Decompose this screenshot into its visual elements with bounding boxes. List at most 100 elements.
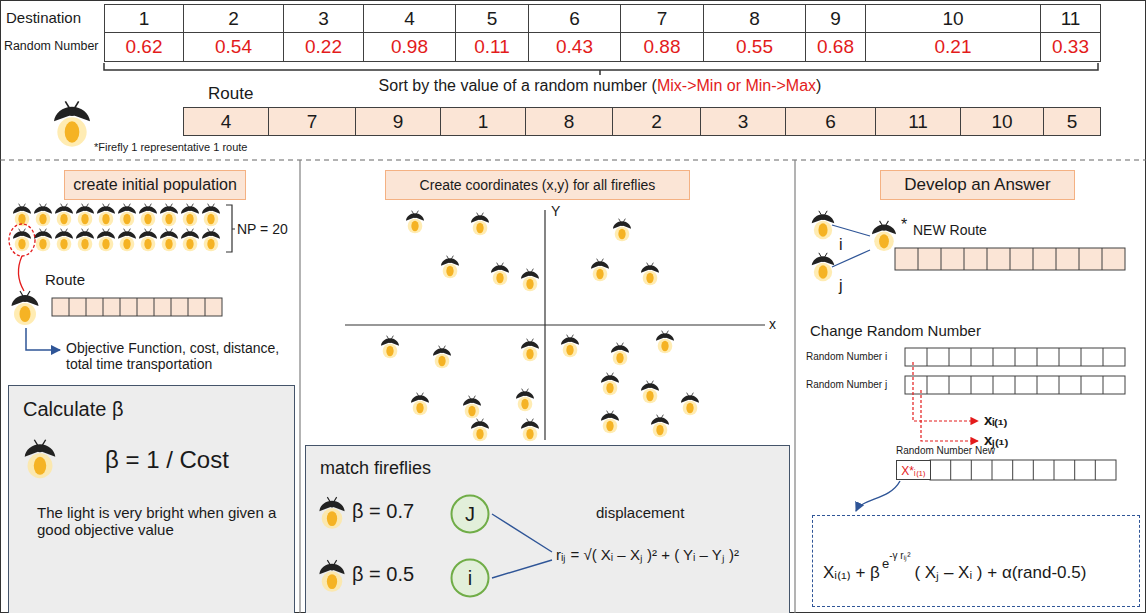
text-label: Change Random Number (810, 322, 981, 339)
table-cell: 1 (104, 4, 184, 33)
leader-line (18, 256, 24, 291)
random-cells (905, 348, 1125, 366)
table-cell: 1 (440, 107, 526, 136)
cell-text: 6 (569, 8, 580, 30)
info-panel: match firefliesβ = 0.7β = 0.5displacemen… (305, 445, 790, 613)
table-cell: 0.55 (703, 32, 806, 62)
leader-arrow (913, 362, 978, 421)
cell-text: 0.68 (817, 36, 854, 58)
bracket (104, 63, 1098, 75)
firefly-icon (12, 291, 39, 325)
cell-dividers (951, 460, 1096, 480)
table-cell: 11 (875, 107, 961, 136)
cell-text: 0.55 (736, 36, 773, 58)
cell-text: 0.88 (644, 36, 681, 58)
firefly-circle: J (450, 494, 490, 534)
text-label: xᵢ₍₁₎ (984, 411, 1007, 428)
step-box: create initial population (64, 170, 246, 200)
caption-text: Mix->Min or Min->Max (657, 77, 816, 94)
text-label: Random Number New (896, 445, 995, 457)
table-cell: 0.88 (620, 32, 704, 62)
table-cell: 0.22 (283, 32, 364, 62)
table-cell: 0.68 (805, 32, 866, 62)
text-label: *Firefly 1 representative 1 route (94, 141, 247, 154)
cell-dividers (927, 348, 1103, 366)
table-cell: 10 (865, 4, 1041, 33)
text-label: NEW Route (913, 222, 987, 238)
table-cell: 7 (620, 4, 704, 33)
cell-text: 0.54 (215, 36, 252, 58)
table-cell: 9 (805, 4, 866, 33)
caption-text: Sort by the value of a random number ( (379, 77, 657, 94)
random-cells (930, 460, 1116, 480)
cell-text: 6 (825, 111, 836, 133)
table-cell: 4 (183, 107, 269, 136)
formula-part: -γ rᵢⱼ² (889, 550, 910, 561)
cell-dividers (69, 298, 205, 316)
panel-divider (299, 160, 300, 613)
text-label: Random Number i (806, 351, 887, 363)
cell-text: 9 (393, 111, 404, 133)
table-cell: 0.62 (104, 32, 184, 62)
cell-dividers (927, 376, 1103, 394)
text-label: Route (45, 271, 85, 288)
bracket (226, 205, 235, 252)
firefly-scatter (381, 211, 699, 442)
table-cell: 10 (960, 107, 1044, 136)
table-cell: 2 (612, 107, 701, 136)
table-cell: 3 (283, 4, 364, 33)
node-illustration (9, 386, 296, 613)
table-cell: 2 (183, 4, 284, 33)
arrow (856, 481, 900, 511)
firefly-icon (54, 101, 90, 146)
cell-text: 10 (942, 8, 963, 30)
node-text: i (468, 567, 472, 590)
table-cell: 8 (525, 107, 613, 136)
text-label: Destination (6, 9, 81, 26)
node-text: β = 1 / Cost (105, 446, 229, 474)
cell-text: 2 (228, 8, 239, 30)
arrow (26, 328, 60, 350)
cell-text: 9 (830, 8, 841, 30)
caption-text: ) (816, 77, 821, 94)
cell-text: 3 (738, 111, 749, 133)
info-panel: Calculate ββ = 1 / CostThe light is very… (8, 385, 295, 613)
cell-text: 0.22 (305, 36, 342, 58)
formula: Xᵢ₍₁₎ + βe-γ rᵢⱼ²( Xⱼ – Xᵢ ) + α(rand-0.… (823, 550, 1086, 583)
formula-part: ( Xⱼ – Xᵢ ) + α(rand-0.5) (914, 563, 1086, 582)
cell-text: 11 (908, 111, 928, 133)
node-text: rᵢⱼ = √( Xᵢ – Xⱼ )² + ( Yᵢ – Yⱼ )² (556, 546, 739, 563)
node-text: create initial population (73, 176, 237, 194)
table-cell: 11 (1040, 4, 1101, 33)
cell-text: 0.43 (556, 36, 593, 58)
cell-text: 4 (221, 111, 232, 133)
panel-divider (794, 160, 795, 613)
node-text: β = 0.5 (352, 563, 414, 586)
leader-arrow (921, 390, 978, 441)
formula-part: e (882, 556, 889, 571)
cell-text: 5 (1067, 111, 1078, 133)
cell-text: 11 (1061, 8, 1081, 30)
firefly-circle: i (450, 558, 490, 598)
cell-text: 8 (749, 8, 760, 30)
x-axis (345, 324, 765, 325)
node-text: match fireflies (320, 458, 431, 479)
table-cell: 7 (268, 107, 356, 136)
cell-text: 0.33 (1052, 36, 1089, 58)
node-text: The light is very bright when given a go… (37, 504, 287, 539)
cell-text: 0.62 (126, 36, 163, 58)
table-cell: 0.33 (1040, 32, 1101, 62)
text-label: Random Number (4, 39, 98, 53)
cell-text: 1 (139, 8, 150, 30)
table-cell: 0.98 (363, 32, 456, 62)
cell-text: 4 (404, 8, 415, 30)
node-text: displacement (596, 504, 684, 521)
table-cell: 8 (703, 4, 806, 33)
firefly-population (13, 204, 220, 252)
separator (0, 159, 1146, 160)
text-label: Random Number j (806, 379, 887, 391)
node-text: J (465, 503, 475, 526)
table-cell: 9 (355, 107, 441, 136)
join-line (832, 225, 870, 267)
cell-dividers (918, 248, 1102, 270)
